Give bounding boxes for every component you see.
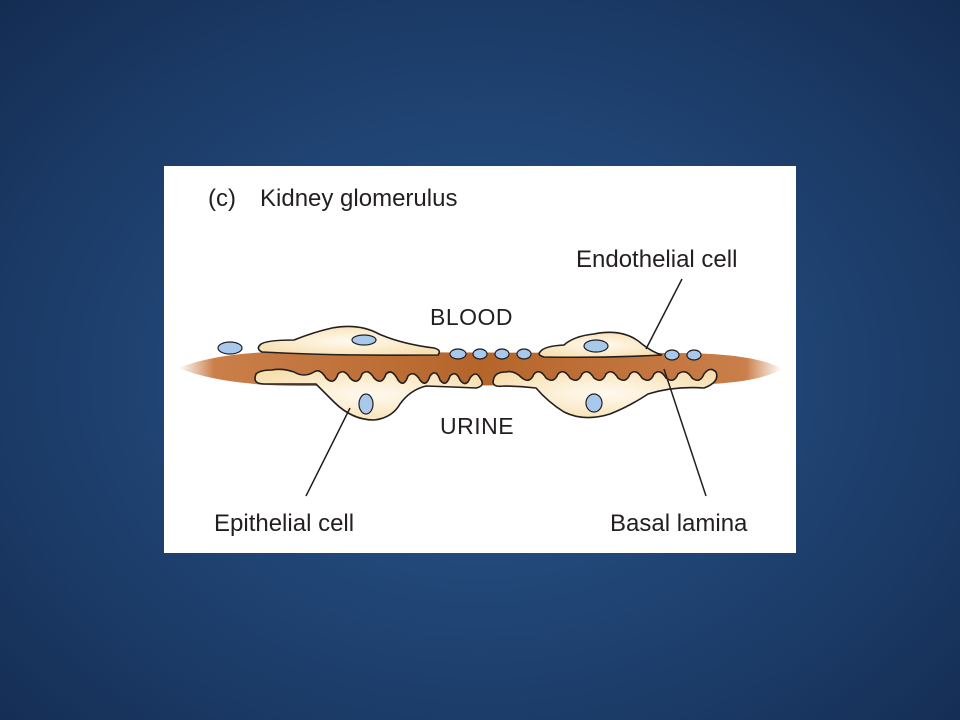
figure-title: (c) Kidney glomerulus — [208, 187, 457, 211]
label-urine: URINE — [440, 413, 515, 439]
blood-nucleus — [494, 348, 510, 360]
leader-line-epithelial — [305, 407, 351, 497]
panel-letter: (c) — [208, 185, 236, 212]
blood-nucleus — [449, 348, 467, 360]
label-basal-lamina: Basal lamina — [610, 510, 748, 537]
nucleus-epithelial-left — [358, 393, 374, 415]
blood-nucleus — [217, 341, 243, 355]
leader-line-basal-lamina — [663, 368, 707, 497]
endothelial-cell-left — [257, 325, 441, 356]
blood-nucleus — [686, 349, 702, 361]
label-blood: BLOOD — [430, 304, 514, 330]
title-text: Kidney glomerulus — [260, 185, 458, 212]
leader-line-endothelial — [645, 278, 683, 350]
blood-nucleus — [472, 348, 488, 360]
label-endothelial-cell: Endothelial cell — [576, 246, 738, 273]
nucleus-epithelial-right — [585, 393, 603, 413]
epithelial-cell-right — [492, 368, 718, 419]
blood-nucleus — [664, 349, 680, 361]
figure-panel: (c) Kidney glomerulus Endothelial cell BL… — [164, 166, 796, 553]
label-epithelial-cell: Epithelial cell — [214, 510, 355, 537]
blood-nucleus — [516, 348, 532, 360]
glomerulus-diagram — [178, 278, 782, 497]
nucleus-endothelial-right — [583, 339, 609, 353]
nucleus-endothelial-left — [351, 334, 377, 346]
